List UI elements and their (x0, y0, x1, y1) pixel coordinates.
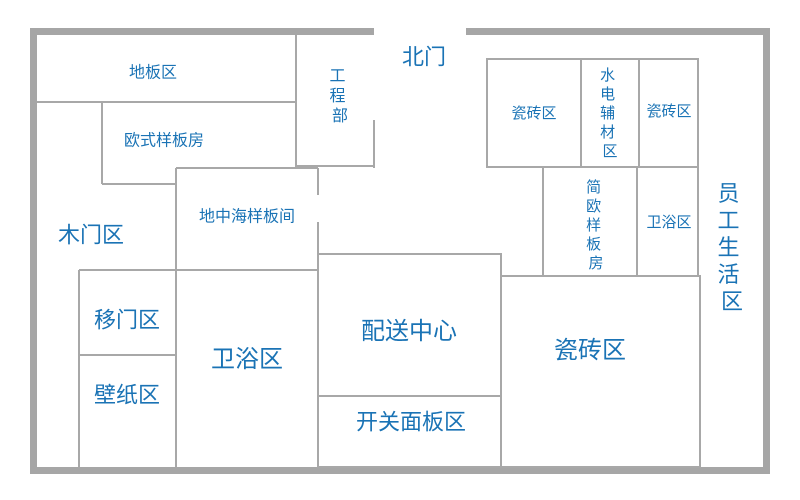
mediterranean-showroom-label: 地中海样板间 (199, 207, 295, 226)
partition-lines (37, 35, 375, 467)
wall-left (30, 28, 37, 474)
plumbing-electric-zone-label: 水 电 辅 材 区 (600, 66, 620, 160)
wall-top-right (466, 28, 770, 35)
switch-panel-zone-label: 开关面板区 (356, 411, 466, 436)
tile-zone-large-box (500, 275, 701, 468)
simple-european-showroom-box (542, 166, 638, 277)
staff-living-zone-label: 员 工 生 活 区 (717, 182, 746, 315)
delivery-center-label: 配送中心 (361, 317, 457, 345)
tile-zone-top-left-label: 瓷砖区 (511, 104, 556, 122)
wall-bottom (30, 467, 770, 474)
wall-top-left (30, 28, 374, 35)
tile-zone-top-right-box (638, 58, 699, 168)
bathroom-zone-main-label: 卫浴区 (211, 345, 283, 373)
floor-zone-label: 地板区 (129, 63, 177, 82)
simple-european-showroom-label: 简 欧 样 板 房 (586, 178, 606, 272)
north-gate-label: 北门 (402, 46, 446, 71)
wallpaper-zone-label: 壁纸区 (94, 384, 160, 409)
tile-zone-large-label: 瓷砖区 (554, 336, 626, 364)
tile-zone-top-right-label: 瓷砖区 (646, 102, 691, 120)
engineering-dept-label: 工 程 部 (329, 66, 350, 125)
tile-zone-top-left-box (486, 58, 582, 168)
european-showroom-label: 欧式样板房 (124, 131, 204, 150)
wall-right (763, 28, 770, 474)
bathroom-zone-small-box (636, 166, 699, 277)
sliding-door-zone-label: 移门区 (94, 309, 160, 334)
bathroom-zone-small-label: 卫浴区 (646, 213, 691, 231)
wood-door-zone-label: 木门区 (58, 224, 124, 249)
